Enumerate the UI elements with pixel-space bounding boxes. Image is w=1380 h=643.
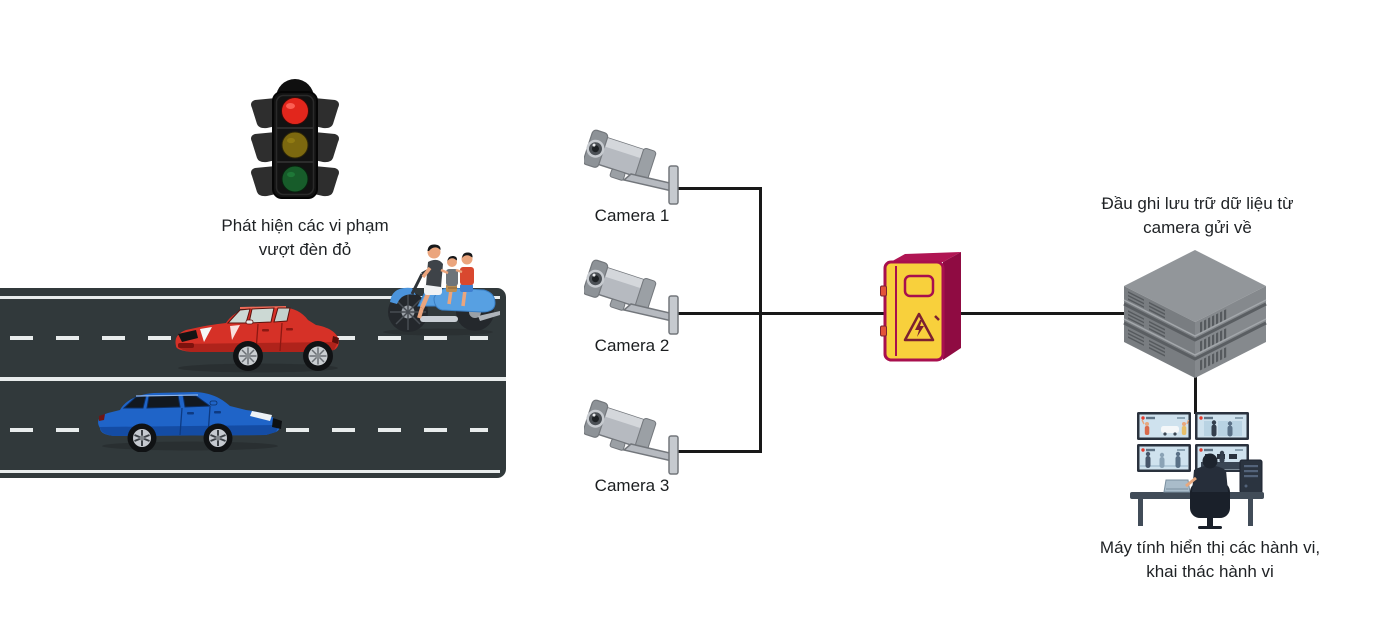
wire-camera-bus-vertical bbox=[759, 187, 762, 453]
blue-car-headlight bbox=[250, 411, 272, 421]
recorder-server-icon bbox=[1123, 250, 1267, 378]
blue-car-grille bbox=[272, 418, 282, 429]
traffic-light-visors bbox=[251, 98, 339, 197]
recorder-caption-line2: camera gửi về bbox=[1143, 218, 1252, 237]
rider-driver bbox=[417, 244, 443, 319]
red-car-front-wheel bbox=[233, 341, 263, 371]
camera-2-mount-plate bbox=[668, 295, 679, 335]
wire-camera1-stub bbox=[678, 187, 762, 190]
junction-box-hinge-top bbox=[880, 285, 887, 297]
red-car-rear-wheel bbox=[303, 341, 333, 371]
camera-3-label: Camera 3 bbox=[594, 476, 670, 495]
motorbike-front-wheel bbox=[388, 292, 428, 332]
camera-2-bracket-arm bbox=[622, 303, 675, 322]
server-right-vents bbox=[1200, 309, 1227, 371]
blue-car-rear-wheel bbox=[127, 423, 157, 452]
workstation-caption-line2: khai thác hành vi bbox=[1146, 562, 1274, 581]
recorder-caption-line1: Đầu ghi lưu trữ dữ liệu từ bbox=[1101, 194, 1294, 213]
junction-box-door bbox=[883, 260, 945, 362]
yellow-light bbox=[281, 131, 309, 159]
junction-box-hinge-bottom bbox=[880, 325, 887, 337]
wire-recorder-to-workstation bbox=[1194, 374, 1197, 414]
road-edge-line-top bbox=[0, 296, 500, 299]
road-edge-line-bottom bbox=[0, 470, 500, 473]
motorbike-with-riders bbox=[383, 244, 500, 336]
traffic-caption: Phát hiện các vi phạm vượt đèn đỏ bbox=[175, 214, 435, 262]
rider-middle-child bbox=[440, 255, 458, 305]
junction-box-side bbox=[943, 252, 961, 360]
surveillance-monitors bbox=[1137, 412, 1249, 472]
red-car-mirror bbox=[245, 319, 254, 325]
camera-3-icon bbox=[584, 399, 679, 475]
blue-car-taillight bbox=[99, 414, 105, 421]
motorbike-front-fender bbox=[390, 287, 416, 304]
red-car-grille bbox=[178, 330, 198, 342]
road-center-line bbox=[0, 377, 506, 381]
camera-1-bracket-arm bbox=[622, 173, 675, 192]
motorbike-exhaust bbox=[478, 311, 500, 321]
traffic-caption-line2: vượt đèn đỏ bbox=[258, 240, 352, 259]
recorder-caption: Đầu ghi lưu trữ dữ liệu từ camera gửi về bbox=[1070, 192, 1325, 240]
blue-car bbox=[98, 392, 282, 452]
traffic-light-icon bbox=[251, 79, 339, 199]
traffic-caption-line1: Phát hiện các vi phạm bbox=[221, 216, 389, 235]
camera-2-icon bbox=[584, 259, 679, 335]
motorbike-footboard bbox=[420, 316, 458, 322]
red-car-windshield bbox=[226, 308, 251, 324]
operator-head bbox=[1202, 453, 1218, 469]
red-car bbox=[175, 306, 339, 373]
camera-1-label: Camera 1 bbox=[594, 206, 670, 225]
junction-box-icon bbox=[880, 252, 961, 362]
junction-box-window bbox=[903, 274, 935, 298]
green-light bbox=[281, 165, 309, 193]
camera-3-bracket-arm bbox=[622, 443, 675, 462]
red-light bbox=[281, 97, 309, 125]
camera-3-mount-plate bbox=[668, 435, 679, 475]
camera-1-mount-plate bbox=[668, 165, 679, 205]
operator-person bbox=[1185, 453, 1230, 529]
red-car-taillight bbox=[332, 336, 339, 344]
camera-2-label: Camera 2 bbox=[594, 336, 670, 355]
workstation-icon bbox=[1130, 412, 1264, 529]
workstation-caption: Máy tính hiển thị các hành vi, khai thác… bbox=[1080, 536, 1340, 584]
workstation-caption-line1: Máy tính hiển thị các hành vi, bbox=[1099, 538, 1321, 557]
warning-triangle-icon bbox=[903, 312, 935, 342]
blue-car-mirror bbox=[209, 400, 218, 406]
camera-1-icon bbox=[584, 129, 679, 205]
server-left-vents bbox=[1128, 291, 1165, 357]
tower-pc bbox=[1239, 459, 1263, 494]
lightning-bolt-icon bbox=[915, 320, 924, 337]
rider-rear-child bbox=[455, 252, 474, 307]
blue-car-front-wheel bbox=[203, 423, 233, 452]
wire-camera3-stub bbox=[678, 450, 762, 453]
